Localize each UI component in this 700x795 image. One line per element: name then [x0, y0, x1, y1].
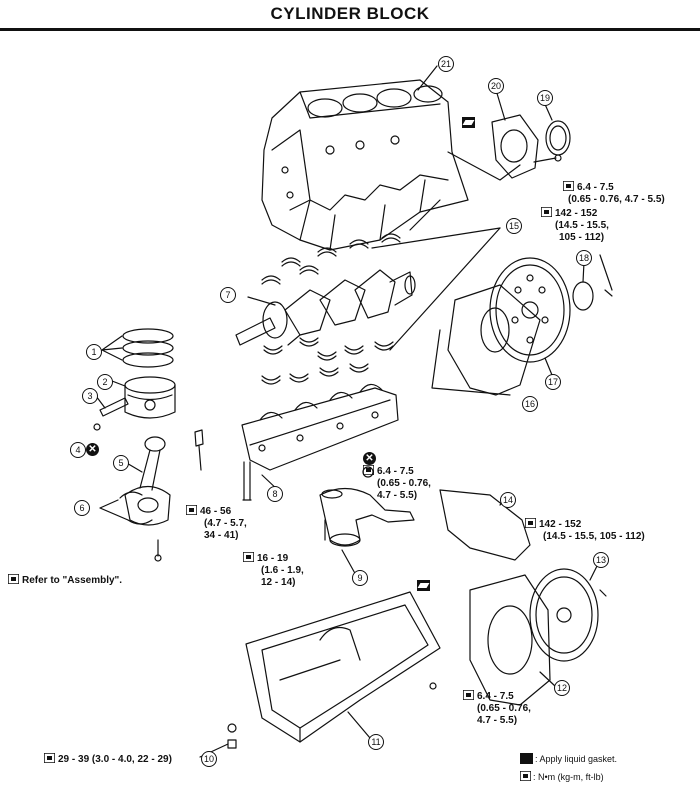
torque-wrench-icon [519, 770, 532, 782]
torque-wrench-icon [525, 518, 536, 528]
callout-12: 12 [554, 680, 570, 696]
callout-1: 1 [86, 344, 102, 360]
rear-plate-gasket [439, 489, 531, 561]
liquid-gasket-icon [520, 753, 533, 764]
main-bearings-lower [261, 337, 394, 385]
conrod-bearing [119, 491, 143, 499]
torque-wrench-icon [8, 574, 19, 584]
liquid-gasket-icon [417, 580, 430, 591]
title-rule [0, 28, 700, 31]
callout-20: 20 [488, 78, 504, 94]
torque-wrench-icon [186, 505, 197, 515]
flywheel [489, 257, 571, 363]
callout-17: 17 [545, 374, 561, 390]
snap-ring [93, 423, 101, 431]
piston [124, 376, 176, 419]
piston-pin [99, 397, 129, 417]
callout-5: 5 [113, 455, 129, 471]
callout-2: 2 [97, 374, 113, 390]
torque-wrench-icon [563, 181, 574, 191]
rear-oil-seal-retainer [491, 114, 539, 179]
cylinder-block [261, 79, 521, 251]
piston-rings [122, 328, 174, 368]
callout-11: 11 [368, 734, 384, 750]
callout-8: 8 [267, 486, 283, 502]
torque-drive-plate: 142 - 152 (14.5 - 15.5, 105 - 112) [525, 518, 645, 543]
rear-plate [447, 284, 541, 396]
oil-strainer [319, 466, 415, 547]
crankshaft [235, 269, 416, 346]
callout-18: 18 [576, 250, 592, 266]
callout-3: 3 [82, 388, 98, 404]
callout-7: 7 [220, 287, 236, 303]
drive-plate [529, 568, 599, 662]
callout-6: 6 [74, 500, 90, 516]
torque-oil-strainer: 6.4 - 7.5 (0.65 - 0.76, 4.7 - 5.5) [363, 465, 431, 502]
torque-main-cap: 46 - 56 (4.7 - 5.7, 34 - 41) [186, 505, 247, 542]
torque-strainer-bolt: 16 - 19 (1.6 - 1.9, 12 - 14) [243, 552, 304, 589]
torque-drain-plug: 29 - 39 (3.0 - 4.0, 22 - 29) [44, 753, 172, 766]
torque-wrench-icon [363, 465, 374, 475]
x-mark-icon: ✕ [363, 452, 376, 465]
callout-13: 13 [593, 552, 609, 568]
page-title: CYLINDER BLOCK [270, 4, 430, 23]
torque-wrench-icon [44, 753, 55, 763]
callout-10: 10 [201, 751, 217, 767]
main-bearings-upper [261, 233, 401, 285]
callout-14: 14 [500, 492, 516, 508]
main-bearing-cap-beam [241, 383, 399, 501]
callout-16: 16 [522, 396, 538, 412]
oil-pan [227, 591, 441, 749]
legend-gasket: : Apply liquid gasket. [520, 753, 617, 765]
torque-flywheel: 142 - 152 (14.5 - 15.5, 105 - 112) [541, 207, 609, 244]
torque-seal-retainer: 6.4 - 7.5 (0.65 - 0.76, 4.7 - 5.5) [563, 181, 665, 206]
torque-wrench-icon [243, 552, 254, 562]
torque-wrench-icon [463, 690, 474, 700]
rear-oil-seal [545, 120, 571, 156]
liquid-gasket-icon [462, 117, 475, 128]
torque-wrench-icon [541, 207, 552, 217]
x-mark-icon: ✕ [86, 443, 99, 456]
callout-4: 4 [70, 442, 86, 458]
torque-conrod: Refer to "Assembly". [8, 574, 122, 587]
callout-19: 19 [537, 90, 553, 106]
rear-plate-lower [469, 574, 551, 706]
callout-15: 15 [506, 218, 522, 234]
callout-9: 9 [352, 570, 368, 586]
reinforcement-plate [572, 281, 594, 311]
torque-rear-plate: 6.4 - 7.5 (0.65 - 0.76, 4.7 - 5.5) [463, 690, 531, 727]
callout-21: 21 [438, 56, 454, 72]
legend-torque: : N•m (kg-m, ft-lb) [519, 770, 604, 783]
